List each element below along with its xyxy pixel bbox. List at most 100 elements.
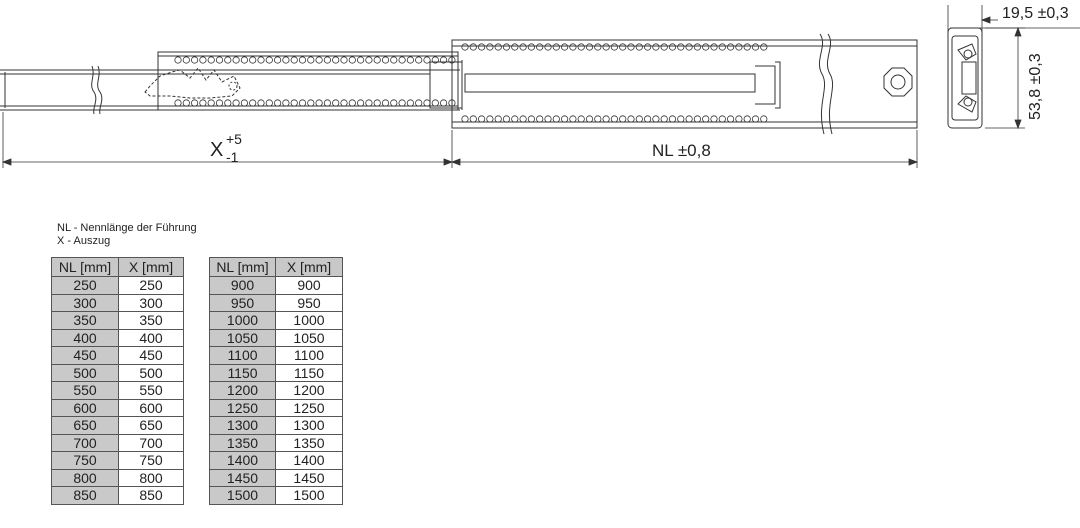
ball-bearing xyxy=(619,43,627,51)
ball-bearing xyxy=(381,99,390,107)
ball-bearing xyxy=(627,115,635,123)
cell-nl: 1150 xyxy=(209,363,276,382)
ball-bearing xyxy=(511,43,519,51)
ball-bearing xyxy=(348,56,356,64)
ball-bearing xyxy=(602,115,610,123)
cell-x: 1300 xyxy=(275,416,343,435)
ball-bearing xyxy=(718,43,726,51)
cell-x: 1400 xyxy=(275,451,343,470)
cell-nl: 850 xyxy=(51,486,119,505)
legend-nl: NL - Nennlänge der Führung xyxy=(57,222,197,234)
cell-nl: 600 xyxy=(51,398,119,417)
cell-nl: 900 xyxy=(209,276,276,295)
ball-bearing xyxy=(307,56,315,64)
cell-x: 800 xyxy=(118,468,184,487)
cell-nl: 750 xyxy=(51,451,119,470)
table-header-row: NL [mm] X [mm] xyxy=(209,257,343,277)
cell-x: 350 xyxy=(118,311,184,330)
ball-bearing xyxy=(356,56,365,64)
ball-bearing xyxy=(431,56,439,64)
ball-bearing xyxy=(406,99,414,107)
ball-bearing xyxy=(340,99,348,107)
ball-bearing xyxy=(552,115,560,123)
ball-bearing xyxy=(743,115,751,123)
cell-x: 1200 xyxy=(275,381,343,400)
inner-rail xyxy=(0,65,460,115)
ball-bearing xyxy=(643,115,652,123)
ball-bearing xyxy=(340,56,348,64)
ball-bearing xyxy=(365,56,373,64)
ball-bearing xyxy=(199,99,207,107)
ball-bearing xyxy=(527,43,536,51)
height-dimension-label: 53,8 ±0,3 xyxy=(1027,53,1044,120)
ball-bearing xyxy=(569,43,577,51)
ball-bearing xyxy=(323,99,331,107)
ball-bearing xyxy=(469,115,477,123)
cell-nl: 250 xyxy=(51,276,119,295)
ball-bearing xyxy=(486,43,494,51)
ball-bearing xyxy=(191,56,199,64)
ball-bearing xyxy=(257,56,265,64)
ball-bearing xyxy=(365,99,373,107)
ball-bearing xyxy=(743,43,751,51)
ball-bearing xyxy=(735,43,743,51)
cell-nl: 500 xyxy=(51,363,119,382)
dimension-lines xyxy=(1,16,1022,168)
ball-bearing xyxy=(207,99,215,107)
ball-bearing xyxy=(477,115,486,123)
ball-bearing xyxy=(448,99,456,107)
cell-nl: 350 xyxy=(51,311,119,330)
cell-x: 950 xyxy=(275,293,343,312)
ball-bearing xyxy=(577,115,585,123)
header-nl: NL [mm] xyxy=(51,257,119,277)
cell-x: 500 xyxy=(118,363,184,382)
outer-rail xyxy=(451,33,918,135)
cell-nl: 450 xyxy=(51,346,119,365)
cell-x: 1050 xyxy=(275,328,343,347)
ball-bearing xyxy=(610,43,619,51)
ball-bearing xyxy=(290,56,298,64)
ball-bearing xyxy=(486,115,494,123)
ball-bearing xyxy=(519,115,527,123)
cell-x: 300 xyxy=(118,293,184,312)
ball-bearing xyxy=(174,56,182,64)
ball-bearing xyxy=(298,99,307,107)
extension-label: X xyxy=(210,139,223,161)
ball-bearing xyxy=(406,56,414,64)
cell-nl: 550 xyxy=(51,381,119,400)
ball-bearing xyxy=(751,43,760,51)
ball-bearing xyxy=(660,43,668,51)
ball-bearing xyxy=(174,99,182,107)
ball-bearing xyxy=(439,56,448,64)
ball-bearing xyxy=(726,115,735,123)
ball-bearing xyxy=(718,115,726,123)
ball-bearing xyxy=(494,115,502,123)
width-dimension-label: 19,5 ±0,3 xyxy=(1002,5,1069,22)
ball-bearing xyxy=(577,43,585,51)
ball-bearing xyxy=(332,99,340,107)
cell-x: 750 xyxy=(118,451,184,470)
ball-bearings xyxy=(174,43,768,123)
ball-bearing xyxy=(315,56,323,64)
cell-x: 650 xyxy=(118,416,184,435)
ball-bearing xyxy=(469,43,477,51)
cell-nl: 1250 xyxy=(209,398,276,417)
cell-x: 250 xyxy=(118,276,184,295)
ball-bearing xyxy=(298,56,307,64)
ball-bearing xyxy=(735,115,743,123)
ball-bearing xyxy=(215,56,224,64)
ball-bearing xyxy=(448,56,456,64)
legend-x: X - Auszug xyxy=(57,235,111,247)
ball-bearing xyxy=(652,115,660,123)
